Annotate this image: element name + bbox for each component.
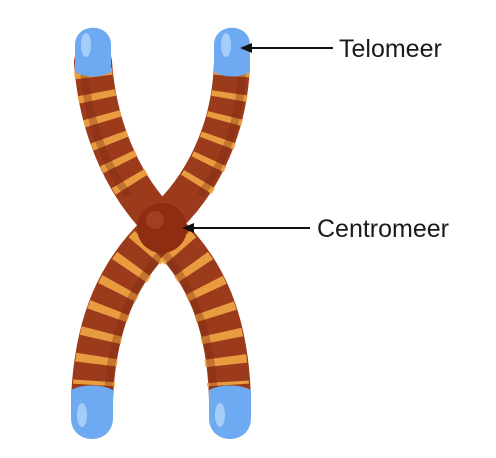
- telomere-label: Telomeer: [339, 35, 442, 63]
- telomere-lower-right: [209, 385, 251, 439]
- centromere-label: Centromeer: [317, 215, 449, 243]
- arm-lower-right: [144, 211, 251, 421]
- telomere-upper-left: [75, 27, 111, 77]
- centromere: [137, 203, 187, 253]
- arm-upper-left: [74, 43, 179, 241]
- telomere-caps: [71, 27, 251, 439]
- centromere-arrow: [182, 223, 310, 233]
- arm-lower-left: [71, 211, 181, 421]
- telomere-upper-right: [214, 27, 250, 77]
- arm-upper-right: [144, 44, 250, 240]
- telomere-lower-left: [71, 385, 113, 439]
- telomere-arrow: [240, 43, 333, 53]
